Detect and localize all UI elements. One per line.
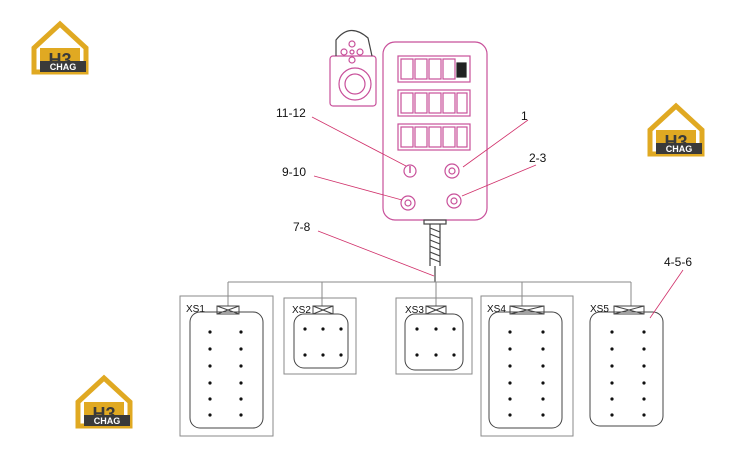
callout-9-10: 9-10: [282, 165, 306, 179]
switch-1: [444, 163, 460, 179]
panel-housing: [382, 41, 488, 221]
label-xs3: XS3: [405, 305, 424, 316]
callout-1: 1: [521, 109, 528, 123]
connector-xs2: [283, 297, 357, 375]
callout-4-5-6: 4-5-6: [664, 255, 692, 269]
callout-7-8: 7-8: [293, 220, 311, 234]
indicator-row-1: [397, 55, 471, 83]
switch-9-10: [400, 195, 416, 211]
switch-11-12: [403, 164, 417, 178]
joystick: [329, 29, 377, 107]
logo-text: CHAG: [666, 144, 693, 154]
label-xs1: XS1: [186, 304, 205, 315]
switch-2-3: [446, 193, 462, 209]
logo-right: H3 CHAG: [647, 102, 705, 157]
logo-top-left: H3 CHAG: [31, 20, 89, 75]
indicator-row-3: [397, 123, 471, 151]
connector-xs3: [395, 297, 473, 375]
leader-lines: [311, 116, 684, 319]
connector-pins: [208, 327, 646, 417]
label-xs2: XS2: [292, 305, 311, 316]
logo-text: CHAG: [50, 62, 77, 72]
logo-bottom-left: H3 CHAG: [75, 374, 133, 429]
coiled-cable: [429, 224, 441, 282]
label-xs4: XS4: [487, 304, 506, 315]
connector-xs1: [179, 295, 274, 437]
control-panel: [329, 29, 488, 225]
connector-xs4: [480, 295, 574, 437]
label-xs5: XS5: [590, 304, 609, 315]
wiring-tree: [227, 281, 632, 306]
callout-2-3: 2-3: [529, 151, 547, 165]
logo-text: CHAG: [94, 416, 121, 426]
connector-xs5: [589, 305, 664, 427]
indicator-row-2: [397, 89, 471, 117]
callout-11-12: 11-12: [276, 106, 306, 120]
